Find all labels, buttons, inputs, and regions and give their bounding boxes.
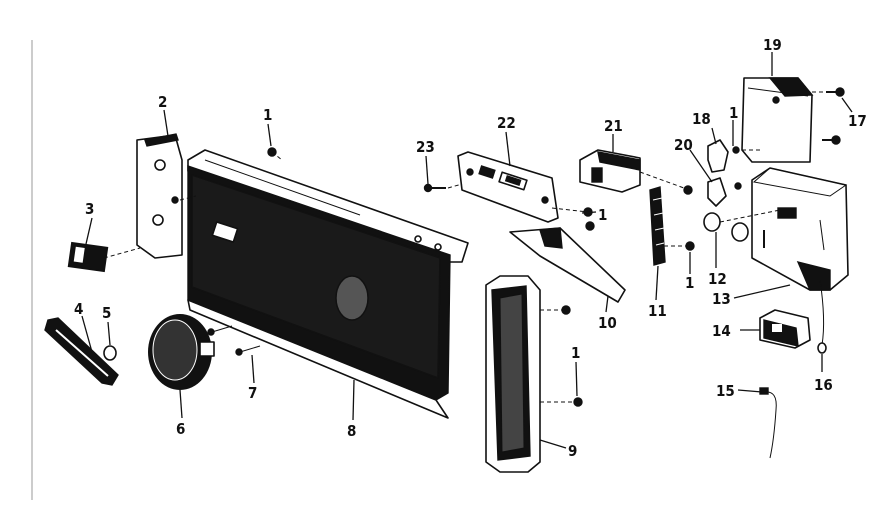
callout-7: 7 (248, 384, 257, 402)
wire-part-15 (759, 387, 777, 459)
block-part-3 (67, 241, 109, 273)
callout-1: 1 (571, 344, 580, 362)
bracket-part-18 (707, 139, 740, 173)
callout-5: 5 (102, 304, 111, 322)
control-box-part-13 (751, 167, 849, 291)
callout-9: 9 (568, 442, 577, 460)
callout-11: 11 (648, 302, 667, 320)
terminal-strip-part-11 (649, 186, 666, 266)
relay-part-14 (759, 309, 811, 349)
switch-housing-part-21 (579, 149, 641, 193)
callout-21: 21 (604, 117, 623, 135)
callout-16: 16 (814, 376, 833, 394)
callout-10: 10 (598, 314, 617, 332)
strip-part-4 (44, 317, 119, 386)
screws-part-7 (207, 325, 261, 356)
callout-1: 1 (598, 206, 607, 224)
screws-part-17 (822, 87, 845, 145)
deflector-part-10 (509, 227, 626, 303)
callout-3: 3 (85, 200, 94, 218)
callout-4: 4 (74, 300, 83, 318)
end-bracket-part-2 (136, 133, 183, 259)
callout-1: 1 (729, 104, 738, 122)
knob-part-6 (148, 314, 215, 390)
callout-6: 6 (176, 420, 185, 438)
screw-part-23 (423, 183, 446, 193)
wire-part-16 (817, 279, 827, 354)
callout-23: 23 (416, 138, 435, 156)
cover-plate-part-19 (741, 77, 814, 163)
bracket-part-20 (707, 177, 742, 207)
callout-15: 15 (716, 382, 735, 400)
callout-17: 17 (848, 112, 867, 130)
clip-part-5 (103, 345, 117, 361)
assembly-lines (103, 91, 826, 403)
leader-lines (81, 52, 853, 449)
callout-labels: 1 2 3 4 5 6 7 8 9 1 10 11 1 1 12 13 14 1… (74, 36, 867, 460)
callout-1: 1 (263, 106, 272, 124)
callout-18: 18 (692, 110, 711, 128)
callout-20: 20 (674, 136, 693, 154)
spacer-part-12 (703, 212, 749, 242)
control-panel-part-8 (187, 149, 469, 419)
callout-2: 2 (158, 93, 167, 111)
mounting-plate-part-22 (457, 151, 559, 223)
callout-1: 1 (685, 274, 694, 292)
trim-part-9 (485, 275, 541, 473)
callout-13: 13 (712, 290, 731, 308)
callout-12: 12 (708, 270, 727, 288)
callout-19: 19 (763, 36, 782, 54)
callout-8: 8 (347, 422, 356, 440)
callout-22: 22 (497, 114, 516, 132)
callout-14: 14 (712, 322, 731, 340)
